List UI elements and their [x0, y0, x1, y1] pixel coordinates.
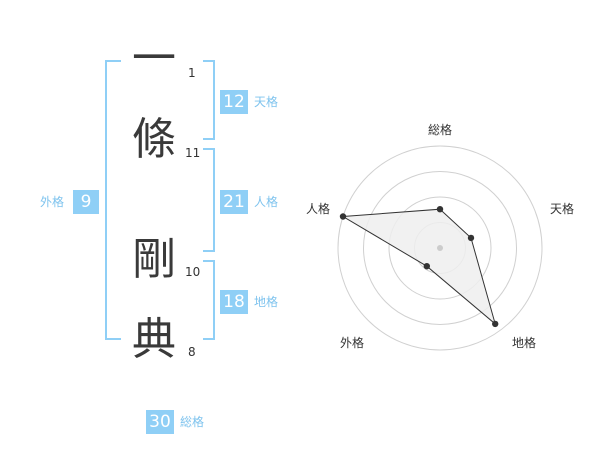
chikaku-label: 地格: [254, 295, 279, 309]
gaikaku-value: 9: [73, 190, 99, 214]
radar-axis-label-soukaku: 総格: [428, 122, 452, 137]
radar-center-dot: [437, 245, 443, 251]
radar-point-3: [492, 320, 499, 328]
soukaku-label: 総格: [180, 415, 205, 429]
radar-point-2: [467, 234, 475, 242]
chikaku-value: 18: [220, 290, 248, 314]
name-char-3: 剛: [132, 234, 176, 285]
stroke-count-3: 10: [185, 265, 201, 279]
radar-axis-label-jinkaku: 人格: [306, 201, 330, 216]
radar-axis-label-gaikaku: 外格: [340, 335, 364, 350]
tenkaku-value: 12: [220, 90, 248, 114]
name-char-2: 條: [132, 114, 176, 165]
stroke-count-1: 1: [188, 66, 196, 80]
radar-point-4: [423, 263, 430, 270]
radar-ring: [363, 171, 517, 325]
tenkaku-label: 天格: [254, 95, 279, 109]
chikaku-bracket: [203, 260, 215, 340]
jinkaku-bracket: [203, 148, 215, 252]
jinkaku-label: 人格: [254, 195, 279, 209]
radar-axis-label-chikaku: 地格: [512, 335, 536, 350]
radar-axis-label-tenkaku: 天格: [550, 201, 574, 216]
radar-area: [341, 208, 497, 326]
radar-ring: [388, 196, 492, 300]
soukaku-value: 30: [146, 410, 174, 434]
stroke-count-4: 8: [188, 345, 196, 359]
gaikaku-bracket: [105, 60, 121, 340]
radar-point-1: [436, 206, 444, 213]
gaikaku-label: 外格: [40, 195, 65, 209]
name-char-4: 典: [132, 314, 176, 365]
radar-ring: [337, 145, 543, 351]
name-char-1: 一: [132, 33, 176, 84]
radar-point-5: [339, 213, 347, 220]
jinkaku-value: 21: [220, 190, 248, 214]
stroke-count-2: 11: [185, 146, 201, 160]
tenkaku-bracket: [203, 60, 215, 140]
